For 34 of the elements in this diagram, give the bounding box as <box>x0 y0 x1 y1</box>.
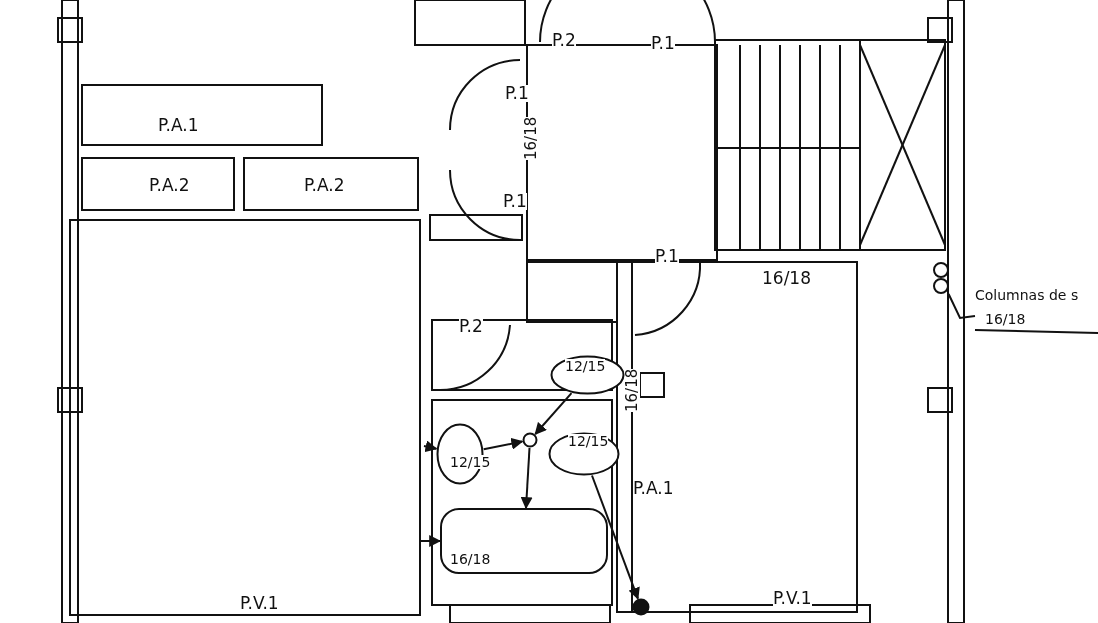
cabinet-label: P.A.2 <box>304 177 345 194</box>
drain-pipe-arrow <box>591 474 640 600</box>
cabinet-label: P.A.2 <box>149 177 190 194</box>
toilet-symbol <box>550 355 625 395</box>
drain-pipe-arrow <box>482 437 524 451</box>
drain-junction-symbol <box>522 432 538 448</box>
pipe-size-label: 16/18 <box>762 270 811 287</box>
leader-line <box>947 293 976 320</box>
pipe-size-label: 12/15 <box>568 434 609 448</box>
cabinet-label: P.A.1 <box>158 117 199 134</box>
window-label: P.V.1 <box>240 595 279 612</box>
door-label: P.1 <box>651 35 675 52</box>
bathtub-symbol <box>440 508 608 574</box>
drain-pipe-arrow <box>520 447 533 510</box>
door-label: P.1 <box>503 193 527 210</box>
drain-pipe-arrow <box>423 440 438 453</box>
cabinet-label: P.A.1 <box>633 480 674 497</box>
pipe-size-label: 16/18 <box>625 368 640 412</box>
door-label: P.1 <box>655 248 679 265</box>
columns-symbol <box>933 262 949 294</box>
downpipe-symbol <box>632 598 650 616</box>
pipe-size-label: 12/15 <box>565 359 606 373</box>
door-label: P.2 <box>552 32 576 49</box>
pipe-size-label: 12/15 <box>450 455 491 469</box>
drain-pipe-arrow <box>534 392 573 435</box>
pipe-size-label: 16/18 <box>524 116 539 160</box>
bidet-symbol <box>548 432 620 476</box>
door-label: P.1 <box>505 85 529 102</box>
note-text: Columnas de s <box>975 288 1079 302</box>
window-label: P.V.1 <box>773 590 812 607</box>
drain-pipe-arrow <box>419 535 442 547</box>
pipe-size-label: 16/18 <box>450 552 491 566</box>
pipe-size-label: 16/18 <box>985 312 1026 326</box>
door-label: P.2 <box>459 318 483 335</box>
